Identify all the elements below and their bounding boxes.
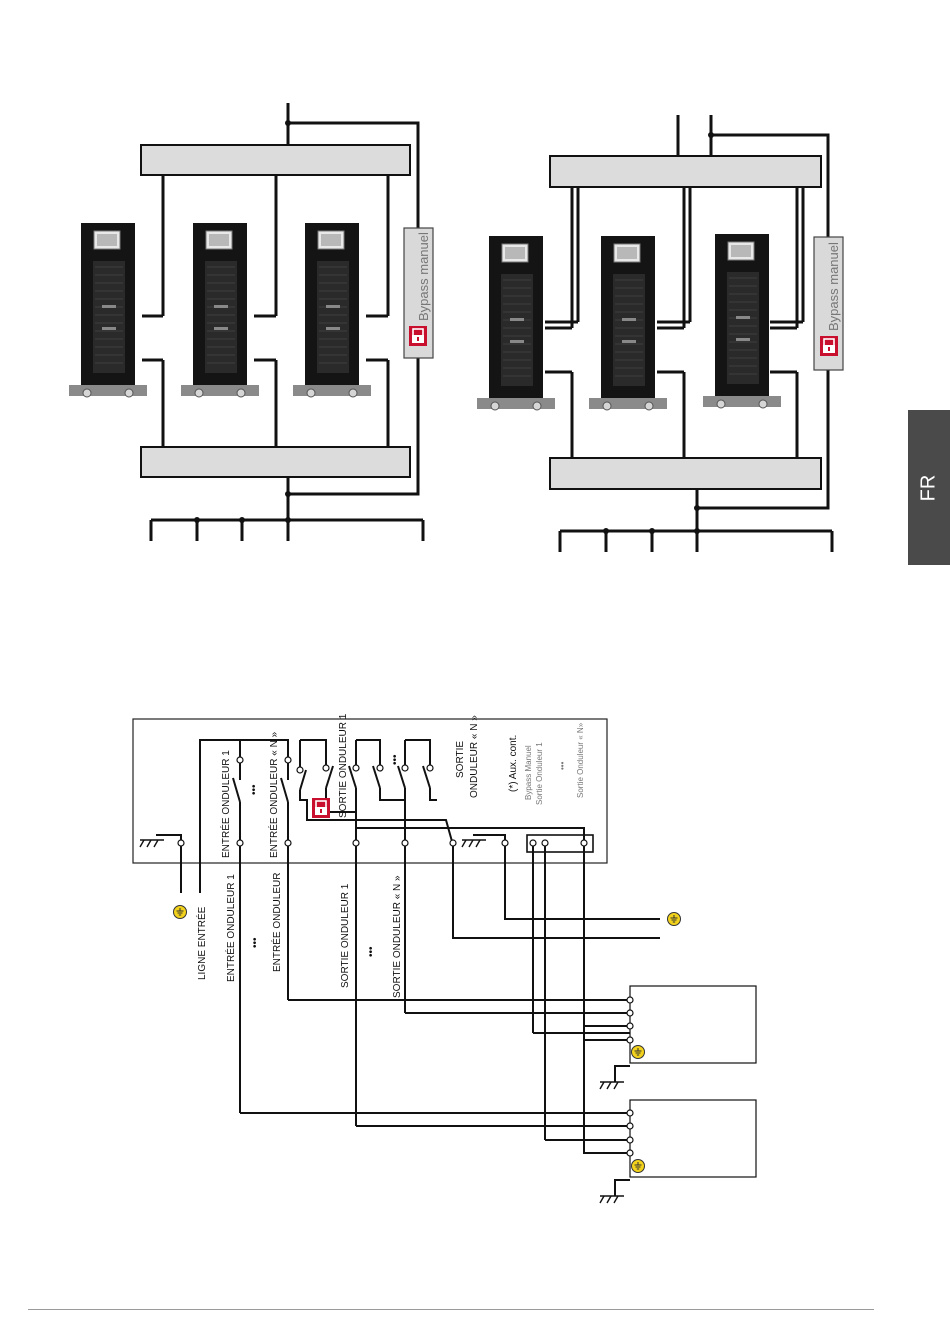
input-busbar-left <box>141 145 410 175</box>
earth-icon <box>600 1082 624 1089</box>
lock-icon <box>409 326 427 346</box>
label-entree-onduleur-n-inside: ENTRÉE ONDULEUR « N » <box>267 731 280 858</box>
ground-icon <box>668 913 681 926</box>
language-tab-label: FR <box>918 474 941 501</box>
earth-icon <box>600 1196 624 1203</box>
input-busbar-right <box>550 156 821 187</box>
footer-rule <box>28 1309 874 1310</box>
wiring-lines <box>156 740 756 1196</box>
output-busbar-left <box>141 447 410 477</box>
label-ligne-entree: LIGNE ENTRÉE <box>195 906 208 980</box>
diagram-distributed-bypass <box>141 103 423 541</box>
language-tab: FR <box>908 410 950 565</box>
label-sortie-onduleur-n-small: Sortie Onduleur « N» <box>576 722 585 798</box>
ground-icon <box>632 1046 645 1059</box>
label-sortie-onduleur-1-inside: SORTIE ONDULEUR 1 <box>338 713 349 818</box>
label-sortie-onduleur-1-outside: SORTIE ONDULEUR 1 <box>340 883 351 988</box>
output-busbar-right <box>550 458 821 489</box>
earth-icon <box>462 840 486 847</box>
earth-icon <box>140 840 164 847</box>
diagram-centralized-bypass <box>545 115 832 552</box>
ups-unit-2-left <box>181 223 259 397</box>
ups-unit-1-left <box>69 223 147 397</box>
label-entree-onduleur-1-inside: ENTRÉE ONDULEUR 1 <box>219 750 232 858</box>
bypass-label-left: Bypass manuel <box>416 232 431 321</box>
label-dots: ••• <box>250 937 261 948</box>
ups-unit-3-left <box>293 223 371 397</box>
label-bypass-manuel-small: Bypass Manuel <box>524 745 533 800</box>
bypass-label-right: Bypass manuel <box>826 242 841 331</box>
label-aux-cont: (*) Aux. cont. <box>508 735 519 792</box>
label-sortie-onduleur-n-outside: SORTIE ONDULEUR « N » <box>392 875 403 998</box>
ground-icon <box>632 1160 645 1173</box>
lock-icon <box>820 336 838 356</box>
label-sortie-onduleur-1-small: Sortie Onduleur 1 <box>535 742 544 805</box>
label-dots: ••• <box>558 761 567 770</box>
ups-unit-2-right <box>589 236 667 410</box>
label-entree-onduleur-1-outside: ENTRÉE ONDULEUR 1 <box>224 874 237 982</box>
ups-unit-1-right <box>477 236 555 410</box>
label-dots: ••• <box>390 754 401 765</box>
label-entree-onduleur-outside: ENTRÉE ONDULEUR <box>270 873 283 972</box>
ups-unit-3-right <box>703 234 781 408</box>
label-sortie: SORTIE <box>455 741 466 778</box>
ground-icon <box>174 906 187 919</box>
label-dots: ••• <box>366 946 377 957</box>
lock-icon <box>312 798 330 818</box>
label-onduleur-n: ONDULEUR « N » <box>469 715 480 798</box>
label-dots: ••• <box>249 784 260 795</box>
